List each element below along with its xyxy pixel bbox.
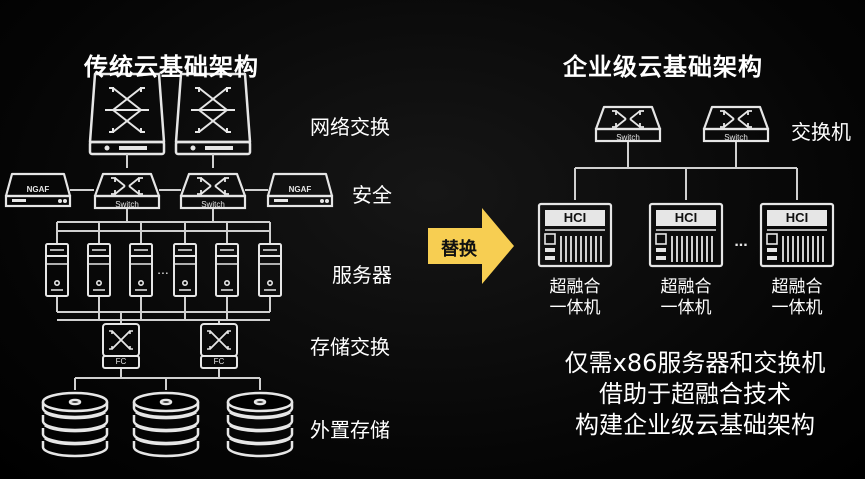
server-icon bbox=[129, 243, 153, 297]
hci-label-line2: 一体机 bbox=[549, 298, 601, 318]
hci-text: HCI bbox=[786, 210, 808, 225]
hci-text: HCI bbox=[564, 210, 586, 225]
replace-arrow-icon bbox=[428, 208, 514, 284]
hci-label: 超融合 一体机 bbox=[656, 277, 716, 319]
description-line: 借助于超融合技术 bbox=[599, 380, 791, 408]
left-title: 传统云基础架构 bbox=[84, 53, 259, 81]
ngaf-text: NGAF bbox=[27, 185, 50, 194]
server-icon bbox=[258, 243, 282, 297]
storage-disk-icon bbox=[226, 391, 294, 458]
security-label: 安全 bbox=[352, 183, 392, 207]
switch-text: Switch bbox=[201, 200, 225, 209]
server-icon bbox=[45, 243, 69, 297]
storage-disk-icon bbox=[132, 391, 200, 458]
server-icon bbox=[173, 243, 197, 297]
switch-label: 交换机 bbox=[791, 120, 851, 144]
external-storage-label: 外置存储 bbox=[310, 418, 390, 442]
description-line: 仅需x86服务器和交换机 bbox=[564, 349, 826, 377]
hci-label-line2: 一体机 bbox=[771, 298, 823, 318]
replace-label: 替换 bbox=[441, 239, 477, 260]
description-line: 构建企业级云基础架构 bbox=[575, 411, 815, 439]
hci-label-line1: 超融合 bbox=[771, 277, 823, 297]
router-icon bbox=[174, 72, 252, 156]
switch-text: Switch bbox=[616, 133, 640, 142]
network-switch-label: 网络交换 bbox=[310, 115, 390, 139]
ellipsis-text: ... bbox=[157, 261, 169, 277]
hci-text: HCI bbox=[675, 210, 697, 225]
fc-text: FC bbox=[116, 357, 127, 366]
switch-text: Switch bbox=[115, 200, 139, 209]
hci-label: 超融合 一体机 bbox=[545, 277, 605, 319]
description: 仅需x86服务器和交换机 借助于超融合技术 构建企业级云基础架构 bbox=[530, 348, 860, 441]
ellipsis-text: ... bbox=[734, 233, 747, 250]
right-title: 企业级云基础架构 bbox=[563, 53, 763, 81]
server-icon bbox=[215, 243, 239, 297]
hci-label: 超融合 一体机 bbox=[767, 277, 827, 319]
switch-text: Switch bbox=[724, 133, 748, 142]
storage-switch-label: 存储交换 bbox=[310, 335, 390, 359]
hci-label-line1: 超融合 bbox=[549, 277, 601, 297]
hci-label-line1: 超融合 bbox=[660, 277, 712, 297]
router-icon bbox=[88, 72, 166, 156]
server-label: 服务器 bbox=[332, 263, 392, 287]
ngaf-text: NGAF bbox=[289, 185, 312, 194]
hci-label-line2: 一体机 bbox=[660, 298, 712, 318]
fc-text: FC bbox=[214, 357, 225, 366]
server-icon bbox=[87, 243, 111, 297]
storage-disk-icon bbox=[41, 391, 109, 458]
